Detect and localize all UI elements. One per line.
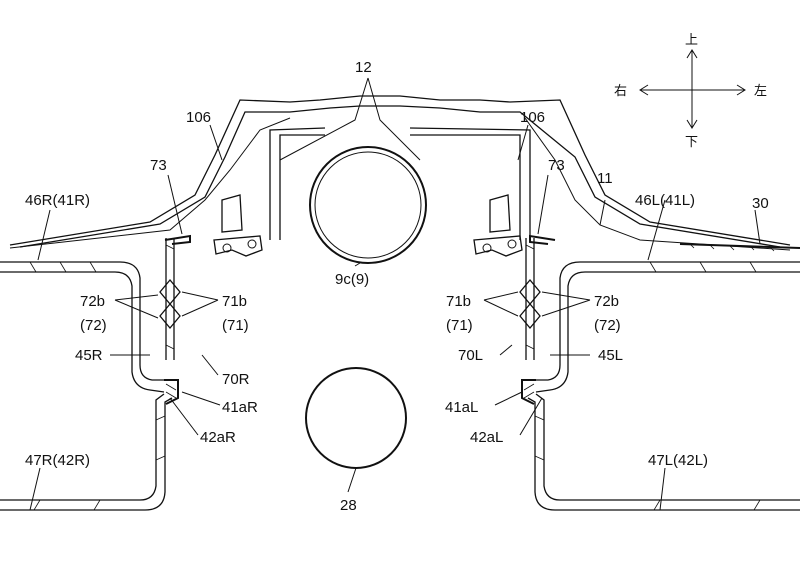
direction-compass: 上 下 右 左: [614, 33, 767, 150]
lower-member-left-47L: [527, 393, 800, 511]
label-73-right: 73: [548, 157, 565, 174]
compass-up-label: 上: [685, 33, 698, 48]
label-70L: 70L: [458, 347, 483, 364]
label-106-right: 106: [520, 109, 545, 126]
bracket-73-right: [164, 234, 191, 245]
label-47R: 47R(42R): [25, 452, 90, 469]
label-47L: 47L(42L): [648, 452, 708, 469]
compass-down-label: 下: [685, 135, 698, 150]
label-42aL: 42aL: [470, 429, 503, 446]
label-72-right: (72): [594, 317, 621, 334]
floor-panel-right-46R: [0, 261, 166, 393]
vertical-panel-70L: [519, 238, 541, 360]
label-30: 30: [752, 195, 769, 212]
bracket-73-left: [529, 234, 556, 245]
label-11: 11: [597, 170, 613, 187]
bracket-106-left: [473, 194, 523, 257]
lower-member-right-47R: [0, 393, 173, 511]
label-72b-right: 72b: [594, 293, 619, 310]
label-71b-right: 71b: [446, 293, 471, 310]
label-9c: 9c(9): [335, 271, 369, 288]
label-42aR: 42aR: [200, 429, 236, 446]
pipe-28: [305, 367, 407, 469]
tunnel-panel-12: [9, 95, 791, 248]
label-106-left: 106: [186, 109, 211, 126]
vertical-panel-70R: [159, 238, 181, 360]
pipe-9c: [309, 146, 427, 264]
label-46L: 46L(41L): [635, 192, 695, 209]
leader-lines: [29, 77, 761, 511]
label-72b-left: 72b: [80, 293, 105, 310]
compass-left-label: 左: [754, 84, 767, 99]
label-46R: 46R(41R): [25, 192, 90, 209]
label-73-left: 73: [150, 157, 167, 174]
label-41aR: 41aR: [222, 399, 258, 416]
label-45L: 45L: [598, 347, 623, 364]
compass-right-label: 右: [614, 84, 627, 99]
label-12: 12: [355, 59, 372, 76]
reference-labels: 12 106 106 73 73 11 30 46R(41R) 46L(41L)…: [25, 59, 769, 514]
label-71-left: (71): [222, 317, 249, 334]
label-70R: 70R: [222, 371, 250, 388]
label-41aL: 41aL: [445, 399, 478, 416]
label-45R: 45R: [75, 347, 103, 364]
bracket-106-right: [213, 194, 263, 257]
label-71-right: (71): [446, 317, 473, 334]
label-28: 28: [340, 497, 357, 514]
flange-left-41aL: [521, 379, 536, 405]
cover-panel-11: [9, 117, 800, 252]
label-72-left: (72): [80, 317, 107, 334]
label-71b-left: 71b: [222, 293, 247, 310]
floor-panel-left-46L: [534, 261, 800, 393]
flange-right-41aR: [164, 379, 179, 405]
